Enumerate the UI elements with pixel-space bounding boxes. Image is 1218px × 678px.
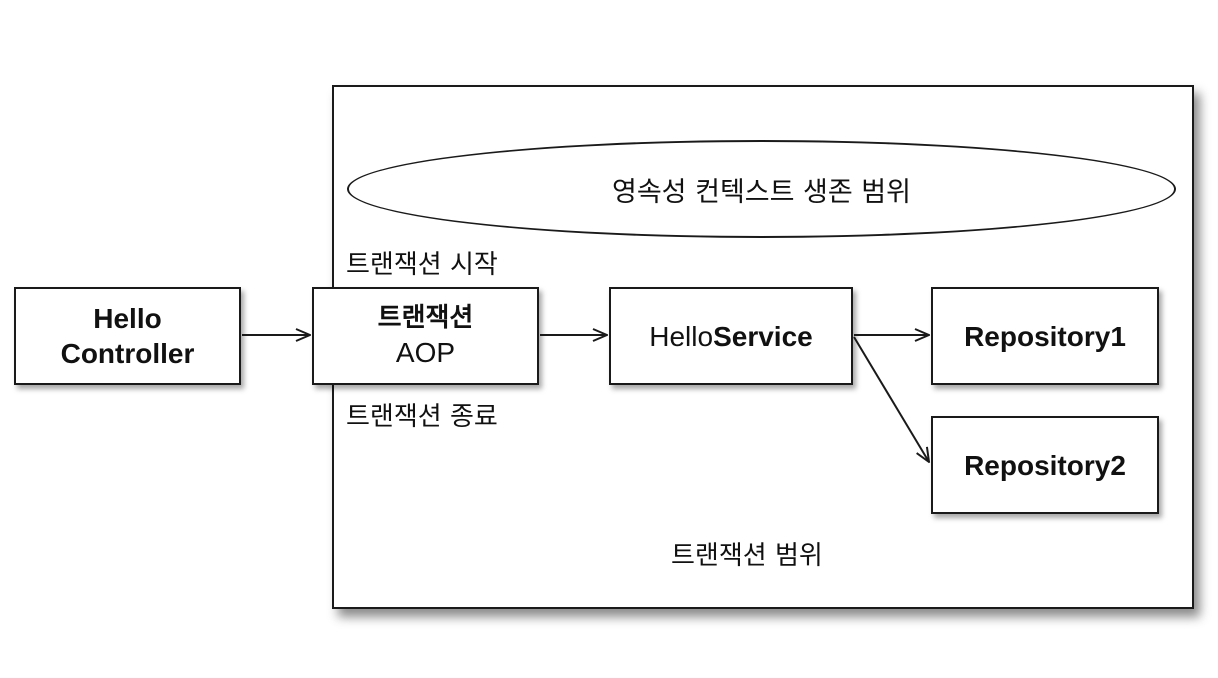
hello-controller-node: Hello Controller — [14, 287, 241, 385]
hello-service-part1: Hello — [649, 320, 714, 352]
hello-controller-line1: Hello — [93, 303, 162, 334]
repository2-label: Repository2 — [964, 449, 1126, 481]
persistence-context-scope-ellipse: 영속성 컨텍스트 생존 범위 — [347, 140, 1176, 238]
transaction-aop-line2: AOP — [395, 336, 456, 368]
transaction-aop-node: 트랜잭션 AOP — [312, 287, 539, 385]
persistence-context-scope-label: 영속성 컨텍스트 생존 범위 — [612, 176, 911, 208]
transaction-aop-line1: 트랜잭션 — [377, 303, 474, 334]
repository1-label: Repository1 — [964, 320, 1126, 352]
repository2-node: Repository2 — [931, 416, 1159, 514]
transaction-end-label: 트랜잭션 종료 — [346, 402, 498, 432]
hello-service-part2: Service — [713, 320, 813, 352]
transaction-scope-label: 트랜잭션 범위 — [671, 541, 823, 571]
repository1-node: Repository1 — [931, 287, 1159, 385]
transaction-start-label: 트랜잭션 시작 — [346, 250, 498, 280]
hello-controller-line2: Controller — [60, 338, 195, 369]
